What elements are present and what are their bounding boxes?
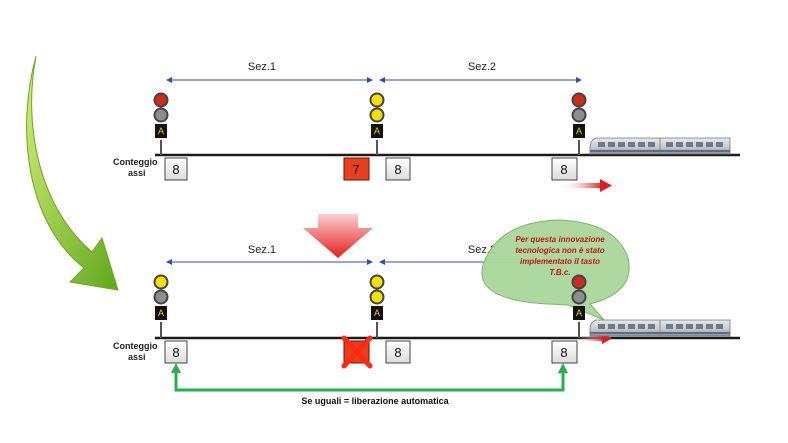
section-arrow-sez2 <box>379 77 582 83</box>
axle-counter-middle-bottom: 8 <box>385 340 411 364</box>
signal-plate-letter: A <box>158 308 164 318</box>
signal-left-bottom: A <box>153 274 169 338</box>
signal-plate-letter: A <box>374 126 380 136</box>
signal-plate <box>573 306 585 320</box>
section-label-sez1-bottom: Sez.1 <box>248 244 276 256</box>
signal-middle-bottom: A <box>369 274 385 338</box>
down-arrow <box>303 214 373 258</box>
signal-lamp-red <box>571 274 587 290</box>
axle-counter-removed <box>341 335 373 369</box>
signal-right: A <box>571 92 587 155</box>
signal-plate-letter: A <box>576 126 582 136</box>
caption: Se uguali = liberazione automatica <box>301 396 449 406</box>
axle-counter-label-2-bottom: assi <box>128 352 146 362</box>
bubble-text-line-2: tecnologica non è stato <box>515 246 604 255</box>
signal-lamp-red <box>571 92 587 108</box>
bubble-text-line-1: Per questa innovazione <box>515 235 605 244</box>
section-label-sez2: Sez.2 <box>468 61 496 73</box>
signal-lamp-yellow <box>369 107 385 123</box>
axle-counter-label: Conteggio <box>113 157 158 167</box>
axle-counter-label-bottom: Conteggio <box>113 341 158 351</box>
svg-text:8: 8 <box>560 345 567 360</box>
svg-text:8: 8 <box>394 345 401 360</box>
svg-text:8: 8 <box>394 162 401 177</box>
signal-lamp-yellow <box>369 289 385 305</box>
signal-plate <box>155 124 167 138</box>
train <box>589 137 731 155</box>
signal-plate-letter: A <box>158 126 164 136</box>
signal-plate <box>371 124 383 138</box>
signal-lamp-off <box>153 107 169 123</box>
top-diagram: Sez.1 Sez.2 A A <box>113 61 740 192</box>
signal-lamp-yellow <box>369 274 385 290</box>
axle-counter-right: 8 <box>551 157 578 181</box>
signal-lamp-red <box>153 92 169 108</box>
svg-text:8: 8 <box>172 162 179 177</box>
signal-plate <box>155 306 167 320</box>
signal-middle: A <box>369 92 385 155</box>
signal-lamp-yellow <box>369 92 385 108</box>
signal-lamp-yellow <box>153 274 169 290</box>
svg-text:7: 7 <box>352 162 359 177</box>
train-bottom <box>589 319 731 337</box>
bubble-text-line-3: implementato il tasto <box>520 257 600 266</box>
signal-lamp-off <box>571 289 587 305</box>
cross-icon <box>341 335 373 369</box>
axle-counter-fault: 7 <box>343 157 370 181</box>
bubble-text-line-4: T.B.c. <box>549 268 570 277</box>
signal-plate <box>371 306 383 320</box>
section-arrow-sez1-bottom <box>166 259 373 265</box>
bottom-diagram: Sez.1 Sez.2 A A Per questa inno <box>113 219 740 406</box>
axle-counter-left-bottom: 8 <box>164 340 188 364</box>
signal-left: A <box>153 92 169 155</box>
signal-plate-letter: A <box>576 308 582 318</box>
axle-counter-left: 8 <box>164 157 188 181</box>
train-direction-arrow <box>560 179 612 192</box>
svg-text:8: 8 <box>172 345 179 360</box>
signal-lamp-off <box>571 107 587 123</box>
svg-text:8: 8 <box>560 162 567 177</box>
axle-counter-right-bottom: 8 <box>551 340 578 364</box>
axle-counter-label-2: assi <box>128 168 146 178</box>
signal-plate-letter: A <box>374 308 380 318</box>
speech-bubble: Per questa innovazione tecnologica non è… <box>481 219 630 321</box>
curved-transition-arrow <box>26 55 119 291</box>
section-arrow-sez1 <box>166 77 373 83</box>
signal-lamp-off <box>153 289 169 305</box>
signal-plate <box>573 124 585 138</box>
axle-counter-middle: 8 <box>385 157 411 181</box>
signal-right-bottom: A <box>571 274 587 338</box>
section-label-sez1: Sez.1 <box>248 61 276 73</box>
comparison-bracket <box>171 363 568 392</box>
